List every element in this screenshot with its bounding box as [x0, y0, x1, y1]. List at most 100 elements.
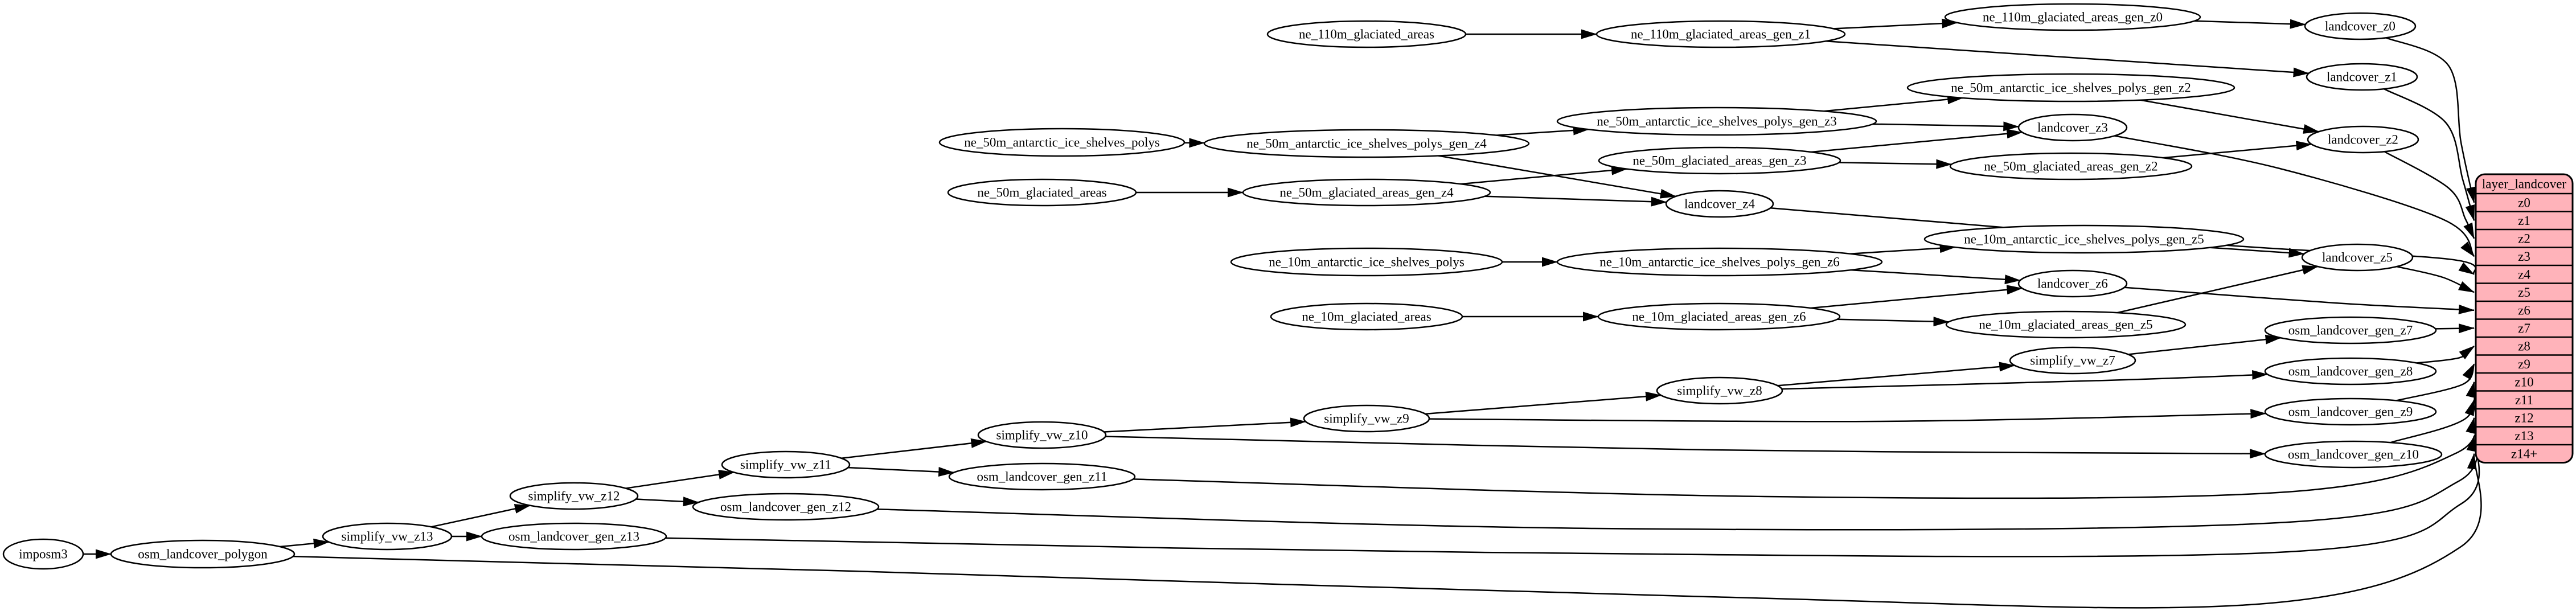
edge-simplify_vw_z8-to-simplify_vw_z7	[1777, 362, 2016, 387]
edge-ne_50m_glaciated_areas_gen_z2-to-landcover_z2	[2163, 141, 2312, 159]
node-label-ne_110m_glaciated_areas_gen_z0: ne_110m_glaciated_areas_gen_z0	[1983, 10, 2163, 24]
node-label-ne_10m_antarctic_ice_shelves_polys_gen_z5: ne_10m_antarctic_ice_shelves_polys_gen_z…	[1964, 232, 2204, 247]
node-osm_landcover_gen_z13: osm_landcover_gen_z13	[481, 522, 667, 551]
node-label-imposm3: imposm3	[19, 547, 68, 561]
node-simplify_vw_z8: simplify_vw_z8	[1656, 376, 1783, 405]
node-landcover_z2: landcover_z2	[2307, 125, 2419, 154]
node-label-landcover_z2: landcover_z2	[2328, 133, 2398, 147]
node-simplify_vw_z10: simplify_vw_z10	[977, 421, 1107, 449]
node-label-osm_landcover_gen_z7: osm_landcover_gen_z7	[2288, 323, 2413, 338]
node-landcover_z3: landcover_z3	[2017, 113, 2128, 142]
edge-simplify_vw_z8-to-osm_landcover_gen_z8	[1782, 370, 2269, 390]
node-label-simplify_vw_z9: simplify_vw_z9	[1324, 412, 1409, 426]
node-ne_10m_antarctic_ice_shelves_polys_gen_z5: ne_10m_antarctic_ice_shelves_polys_gen_z…	[1923, 224, 2245, 254]
edge-ne_50m_antarctic_ice_shelves_polys_gen_z4-to-ne_50m_antarctic_ice_shelves_polys_gen_z3	[1496, 125, 1589, 136]
node-ne_50m_antarctic_ice_shelves_polys_gen_z2: ne_50m_antarctic_ice_shelves_polys_gen_z…	[1906, 73, 2235, 102]
node-imposm3: imposm3	[2, 538, 84, 570]
edge-osm_landcover_gen_z7-to-layer-z7	[2435, 323, 2475, 334]
node-label-ne_50m_antarctic_ice_shelves_polys: ne_50m_antarctic_ice_shelves_polys	[964, 136, 1160, 150]
node-label-landcover_z1: landcover_z1	[2327, 70, 2397, 84]
edge-osm_landcover_gen_z13-to-layer-z13	[665, 435, 2480, 557]
node-ne_50m_antarctic_ice_shelves_polys_gen_z4: ne_50m_antarctic_ice_shelves_polys_gen_z…	[1203, 129, 1530, 158]
table-row-z5: z5	[2518, 285, 2530, 300]
edge-ne_50m_antarctic_ice_shelves_polys_gen_z2-to-landcover_z2	[2140, 99, 2320, 134]
node-label-ne_50m_antarctic_ice_shelves_polys_gen_z2: ne_50m_antarctic_ice_shelves_polys_gen_z…	[1951, 81, 2191, 95]
edge-osm_landcover_polygon-to-layer-z14+	[293, 453, 2482, 609]
edge-ne_10m_glaciated_areas_gen_z6-to-landcover_z6	[1810, 285, 2023, 309]
node-label-ne_10m_antarctic_ice_shelves_polys_gen_z6: ne_10m_antarctic_ice_shelves_polys_gen_z…	[1599, 255, 1840, 269]
node-simplify_vw_z13: simplify_vw_z13	[322, 522, 453, 551]
node-landcover_z6: landcover_z6	[2017, 269, 2128, 298]
edge-ne_10m_glaciated_areas_gen_z5-to-landcover_z5	[2116, 265, 2319, 314]
edge-ne_50m_glaciated_areas_gen_z3-to-landcover_z3	[1811, 129, 2023, 153]
node-label-landcover_z3: landcover_z3	[2037, 121, 2108, 135]
table-layer: layer_landcoverz0z1z2z3z4z5z6z7z8z9z10z1…	[2475, 173, 2574, 464]
edge-landcover_z4-to-layer-z4	[1770, 207, 2476, 275]
node-label-ne_10m_antarctic_ice_shelves_polys: ne_10m_antarctic_ice_shelves_polys	[1269, 255, 1465, 269]
edge-simplify_vw_z9-to-simplify_vw_z8	[1425, 391, 1662, 415]
node-ne_50m_glaciated_areas_gen_z2: ne_50m_glaciated_areas_gen_z2	[1949, 152, 2193, 181]
node-label-ne_50m_glaciated_areas_gen_z4: ne_50m_glaciated_areas_gen_z4	[1279, 186, 1454, 200]
node-label-simplify_vw_z10: simplify_vw_z10	[996, 428, 1088, 442]
edge-ne_110m_glaciated_areas_gen_z0-to-landcover_z0	[2194, 19, 2306, 29]
edge-ne_50m_glaciated_areas_gen_z4-to-landcover_z4	[1484, 195, 1667, 207]
node-ne_50m_antarctic_ice_shelves_polys_gen_z3: ne_50m_antarctic_ice_shelves_polys_gen_z…	[1556, 106, 1877, 136]
node-ne_10m_antarctic_ice_shelves_polys_gen_z6: ne_10m_antarctic_ice_shelves_polys_gen_z…	[1556, 247, 1883, 277]
node-ne_10m_glaciated_areas: ne_10m_glaciated_areas	[1270, 302, 1463, 331]
table-row-z1: z1	[2518, 214, 2530, 228]
node-ne_50m_glaciated_areas_gen_z3: ne_50m_glaciated_areas_gen_z3	[1598, 146, 1841, 175]
edge-osm_landcover_gen_z10-to-layer-z10	[2390, 381, 2476, 444]
table-row-label-z9: z9	[2518, 357, 2530, 371]
table-row-label-z11: z11	[2515, 393, 2533, 407]
edge-ne_50m_glaciated_areas_gen_z4-to-ne_50m_glaciated_areas_gen_z3	[1461, 165, 1628, 185]
node-label-ne_10m_glaciated_areas_gen_z6: ne_10m_glaciated_areas_gen_z6	[1632, 310, 1806, 324]
edge-ne_10m_glaciated_areas_gen_z6-to-ne_10m_glaciated_areas_gen_z5	[1837, 317, 1950, 327]
edge-simplify_vw_z11-to-simplify_vw_z10	[841, 438, 987, 459]
edge-ne_110m_glaciated_areas_gen_z1-to-landcover_z1	[1826, 40, 2310, 77]
node-label-landcover_z0: landcover_z0	[2325, 19, 2395, 34]
table-row-label-z5: z5	[2518, 285, 2530, 300]
edge-osm_landcover_polygon-to-simplify_vw_z13	[280, 538, 330, 548]
table-row-z11: z11	[2515, 393, 2533, 407]
node-label-ne_110m_glaciated_areas_gen_z1: ne_110m_glaciated_areas_gen_z1	[1631, 27, 1811, 42]
edge-landcover_z0-to-layer-z0	[2386, 37, 2476, 203]
node-label-simplify_vw_z7: simplify_vw_z7	[2030, 354, 2115, 368]
edge-ne_50m_antarctic_ice_shelves_polys_gen_z3-to-ne_50m_antarctic_ice_shelves_polys_gen_z2	[1823, 95, 1964, 112]
node-label-osm_landcover_gen_z13: osm_landcover_gen_z13	[508, 530, 639, 544]
node-landcover_z1: landcover_z1	[2306, 63, 2418, 91]
node-label-ne_50m_glaciated_areas_gen_z2: ne_50m_glaciated_areas_gen_z2	[1984, 159, 2157, 174]
node-osm_landcover_gen_z8: osm_landcover_gen_z8	[2264, 357, 2437, 386]
node-label-landcover_z6: landcover_z6	[2037, 277, 2108, 291]
table-row-z0: z0	[2518, 195, 2530, 210]
edge-landcover_z5-to-layer-z5	[2396, 265, 2475, 293]
node-landcover_z4: landcover_z4	[1665, 190, 1774, 218]
table-row-label-z6: z6	[2518, 303, 2530, 317]
node-simplify_vw_z12: simplify_vw_z12	[509, 482, 639, 510]
table-row-label-z8: z8	[2518, 339, 2530, 353]
edge-landcover_z6-to-layer-z6	[2124, 286, 2475, 314]
node-label-osm_landcover_gen_z9: osm_landcover_gen_z9	[2288, 405, 2413, 419]
edge-ne_50m_antarctic_ice_shelves_polys_gen_z4-to-landcover_z4	[1438, 155, 1676, 199]
node-label-simplify_vw_z8: simplify_vw_z8	[1677, 384, 1762, 398]
node-ne_10m_glaciated_areas_gen_z5: ne_10m_glaciated_areas_gen_z5	[1945, 310, 2187, 339]
edge-ne_50m_antarctic_ice_shelves_polys_gen_z3-to-landcover_z3	[1873, 121, 2020, 132]
node-simplify_vw_z11: simplify_vw_z11	[721, 450, 851, 479]
table-row-label-z2: z2	[2518, 231, 2530, 245]
table-row-label-z1: z1	[2518, 214, 2530, 228]
node-ne_110m_glaciated_areas_gen_z0: ne_110m_glaciated_areas_gen_z0	[1944, 3, 2201, 31]
edge-simplify_vw_z7-to-osm_landcover_gen_z7	[2128, 334, 2282, 355]
table-row-z12: z12	[2515, 411, 2533, 425]
node-osm_landcover_polygon: osm_landcover_polygon	[110, 539, 296, 569]
edge-simplify_vw_z10-to-osm_landcover_gen_z10	[1105, 436, 2266, 459]
edge-simplify_vw_z13-to-simplify_vw_z12	[431, 504, 531, 528]
edge-simplify_vw_z9-to-osm_landcover_gen_z9	[1429, 409, 2267, 423]
node-label-ne_110m_glaciated_areas: ne_110m_glaciated_areas	[1299, 27, 1434, 42]
edges-layer	[83, 18, 2482, 609]
table-row-z7: z7	[2518, 321, 2530, 335]
table-row-label-z3: z3	[2518, 249, 2530, 264]
node-label-simplify_vw_z11: simplify_vw_z11	[740, 458, 831, 472]
table-row-label-z13: z13	[2515, 429, 2533, 443]
node-simplify_vw_z7: simplify_vw_z7	[2009, 346, 2136, 375]
node-ne_50m_glaciated_areas_gen_z4: ne_50m_glaciated_areas_gen_z4	[1242, 178, 1491, 207]
node-ne_50m_antarctic_ice_shelves_polys: ne_50m_antarctic_ice_shelves_polys	[938, 128, 1186, 157]
